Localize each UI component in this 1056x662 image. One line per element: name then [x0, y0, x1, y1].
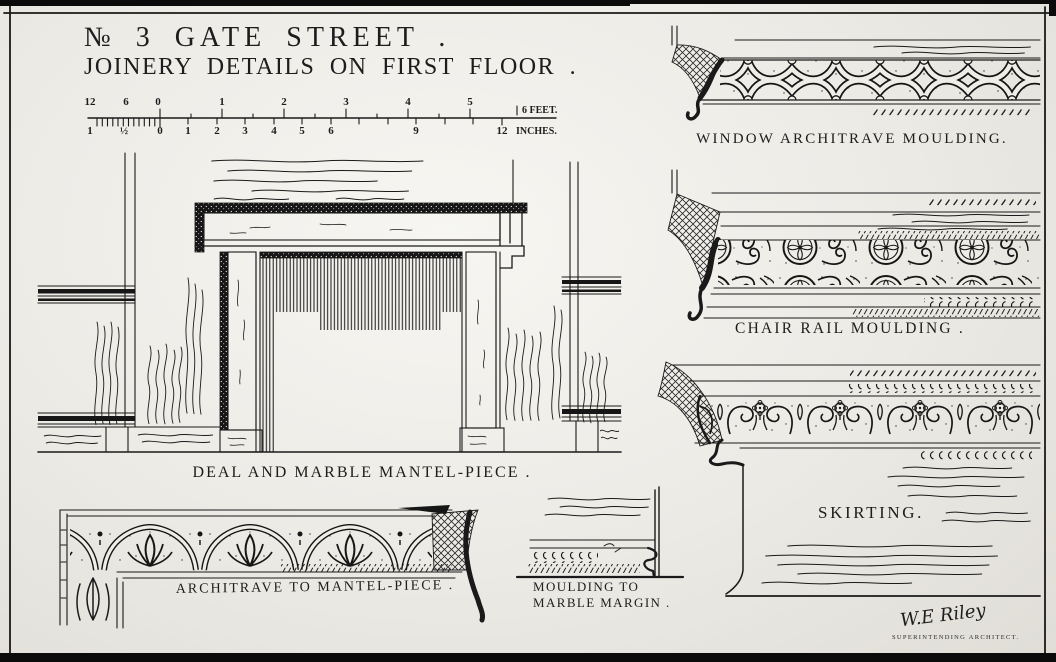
- sheet-title-line2: JOINERY DETAILS ON FIRST FLOOR .: [84, 54, 578, 80]
- scale-inch-label: 4: [271, 125, 277, 137]
- scale-inch-label: 9: [413, 125, 419, 137]
- scale-feet-label: 0: [155, 96, 161, 108]
- scale-inch-unit: INCHES.: [516, 126, 557, 137]
- scale-inch-label: ½: [120, 125, 128, 137]
- scale-inch-label: 1: [185, 125, 191, 137]
- scan-edge-top-left: [0, 0, 630, 6]
- architect-role: SUPERINTENDING ARCHITECT.: [892, 634, 1020, 641]
- window-architrave-drawing: [671, 25, 1041, 121]
- scale-inch-label: 0: [157, 125, 163, 137]
- scale-inch-label: 6: [328, 125, 334, 137]
- scale-feet-label: 1: [219, 96, 225, 108]
- skirting-drawing: [657, 361, 1041, 597]
- scale-bar: 12 6 0 1 2 3 4 5 1 ½ 0 1 2 3 4 5 6 9 12: [85, 96, 558, 137]
- scale-feet-label: 4: [405, 96, 411, 108]
- scale-inch-label: 3: [242, 125, 248, 137]
- scale-feet-label: 12: [85, 96, 97, 108]
- scale-feet-label: 2: [281, 96, 287, 108]
- caption-window-architrave: WINDOW ARCHITRAVE MOULDING.: [696, 131, 1008, 147]
- caption-mantel: DEAL AND MARBLE MANTEL-PIECE .: [192, 464, 532, 481]
- chair-rail-drawing: [667, 169, 1041, 321]
- scale-feet-unit: 6 FEET.: [522, 105, 558, 116]
- scale-feet-label: 3: [343, 96, 349, 108]
- sheet-title-line1: № 3 GATE STREET .: [84, 22, 451, 53]
- sheet-border: [2, 4, 1053, 661]
- scale-inch-label: 2: [214, 125, 220, 137]
- caption-marble-margin-line1: MOULDING TO: [533, 579, 640, 594]
- caption-chair-rail: CHAIR RAIL MOULDING .: [735, 320, 965, 337]
- marble-margin-drawing: [515, 486, 685, 579]
- scale-inch-label: 5: [299, 125, 305, 137]
- scale-feet-label: 6: [123, 96, 129, 108]
- scan-edge-corner: [1049, 0, 1056, 16]
- mantel-drawing: [37, 152, 622, 453]
- scan-edge-bottom: [0, 653, 1056, 662]
- caption-skirting: SKIRTING.: [818, 503, 924, 522]
- caption-marble-margin-line2: MARBLE MARGIN .: [533, 595, 671, 610]
- architrave-mantel-drawing: [59, 505, 485, 629]
- scale-feet-label: 5: [467, 96, 473, 108]
- scale-inch-label: 12: [497, 125, 509, 137]
- scale-inch-label: 1: [87, 125, 93, 137]
